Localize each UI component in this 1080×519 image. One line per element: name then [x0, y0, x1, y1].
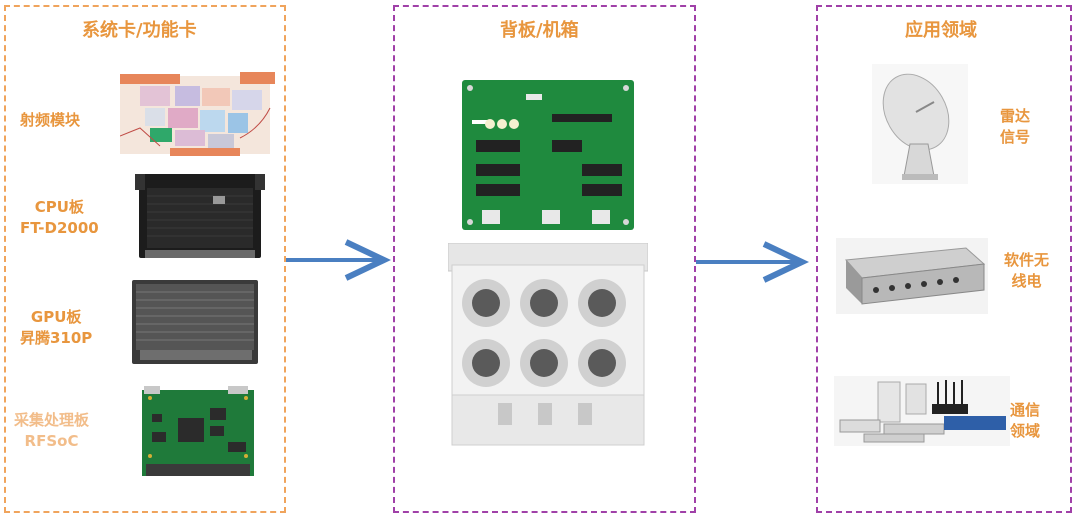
system-card-title: 系统卡/功能卡	[82, 20, 197, 41]
radar-label-line2: 信号	[1000, 128, 1031, 146]
sdr-device-image	[836, 238, 988, 314]
backplane-title: 背板/机箱	[500, 20, 579, 41]
cpu-board-label-line2: FT-D2000	[20, 219, 99, 237]
chassis-image	[448, 243, 648, 446]
acq-board-label-line1: 采集处理板	[14, 411, 90, 429]
gpu-board-label-line2: 昇腾310P	[20, 329, 93, 347]
comm-label-line1: 通信	[1010, 401, 1041, 419]
arrow-right-icon	[286, 239, 392, 281]
radar-label: 雷达 信号	[1000, 106, 1030, 148]
radar-label-line1: 雷达	[1000, 107, 1031, 125]
acq-board-label: 采集处理板 RFSoC	[14, 410, 89, 452]
gpu-board-image	[132, 280, 258, 364]
comm-label: 通信 领域	[1010, 400, 1040, 442]
sdr-label-line1: 软件无	[1004, 251, 1050, 269]
sdr-label-line2: 线电	[1011, 272, 1042, 290]
rf-module-image	[120, 72, 275, 156]
rf-module-label-line1: 射频模块	[20, 111, 81, 129]
backplane-image	[462, 80, 634, 230]
rf-module-label: 射频模块	[20, 110, 80, 131]
comm-label-line2: 领域	[1010, 422, 1041, 440]
acq-board-label-line2: RFSoC	[24, 432, 79, 450]
application-title: 应用领域	[905, 20, 977, 41]
cpu-board-label: CPU板 FT-D2000	[20, 197, 99, 239]
backplane-panel	[393, 5, 696, 513]
system-card-panel	[4, 5, 286, 513]
cpu-board-image	[135, 174, 265, 258]
arrow-right-icon-2	[696, 241, 810, 283]
cpu-board-label-line1: CPU板	[34, 198, 84, 216]
network-devices-image	[834, 376, 1010, 446]
radar-image	[872, 64, 968, 184]
sdr-label: 软件无 线电	[1004, 250, 1049, 292]
acq-board-image	[142, 386, 254, 476]
gpu-board-label-line1: GPU板	[30, 308, 82, 326]
gpu-board-label: GPU板 昇腾310P	[20, 307, 92, 349]
application-panel	[816, 5, 1072, 513]
